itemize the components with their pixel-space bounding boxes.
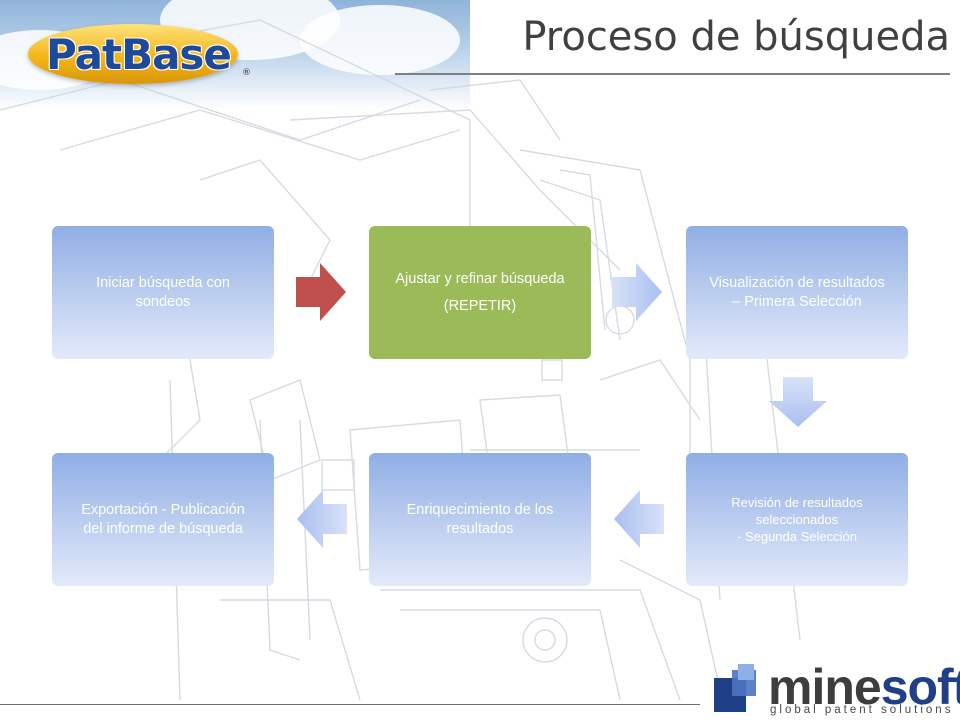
step-line: Iniciar búsqueda con xyxy=(96,274,230,291)
step-line: – Primera Selección xyxy=(732,293,862,310)
patbase-logo: PatBase ® xyxy=(28,20,251,90)
step-enrich-results: Enriquecimiento de los resultados xyxy=(369,453,591,586)
step-review-selection: Revisión de resultados seleccionados - S… xyxy=(686,453,908,586)
step-label: Iniciar búsqueda con sondeos xyxy=(96,274,230,312)
cloud-shape xyxy=(300,5,460,75)
step-line: - Segunda Selección xyxy=(737,529,857,544)
slide-title: Proceso de búsqueda xyxy=(522,14,950,60)
step-line: Visualización de resultados xyxy=(709,274,885,291)
arrow-right-icon xyxy=(296,263,346,321)
logo-wordmark: PatBase xyxy=(46,30,232,79)
step-label: Revisión de resultados seleccionados - S… xyxy=(731,494,863,545)
step-export-report: Exportación - Publicación del informe de… xyxy=(52,453,274,586)
arrow-right-icon xyxy=(612,263,662,321)
arrow-left-icon xyxy=(614,490,664,548)
step-line: resultados xyxy=(446,520,514,537)
title-underline xyxy=(395,73,950,75)
step-line: del informe de búsqueda xyxy=(83,520,243,537)
step-line: Ajustar y refinar búsqueda xyxy=(395,270,565,287)
step-label: Exportación - Publicación del informe de… xyxy=(81,501,245,539)
minesoft-squares-icon xyxy=(714,664,756,712)
step-label: Enriquecimiento de los resultados xyxy=(407,501,554,539)
minesoft-logo: minesoft global patent solutions xyxy=(714,659,960,720)
step-line: Enriquecimiento de los xyxy=(406,501,554,518)
logo-oval-shape xyxy=(28,24,238,84)
step-line: sondeos xyxy=(135,293,191,310)
footer-divider xyxy=(0,704,700,705)
registered-mark: ® xyxy=(242,68,251,78)
minesoft-tagline: global patent solutions xyxy=(770,704,954,716)
step-line: Exportación - Publicación xyxy=(81,501,245,518)
wordmark-mine: mine xyxy=(768,659,882,715)
step-label: Ajustar y refinar búsqueda (REPETIR) xyxy=(395,270,564,316)
wordmark-soft: soft xyxy=(880,659,960,715)
step-line: Revisión de resultados xyxy=(731,495,863,510)
step-label: Visualización de resultados – Primera Se… xyxy=(709,274,884,312)
step-refine-search: Ajustar y refinar búsqueda (REPETIR) xyxy=(369,226,591,359)
arrow-left-icon xyxy=(297,490,347,548)
step-start-search: Iniciar búsqueda con sondeos xyxy=(52,226,274,359)
minesoft-wordmark: minesoft xyxy=(768,658,960,716)
step-line: (REPETIR) xyxy=(443,297,517,314)
step-view-results: Visualización de resultados – Primera Se… xyxy=(686,226,908,359)
step-line: seleccionados xyxy=(755,512,839,527)
arrow-down-icon xyxy=(769,377,827,427)
